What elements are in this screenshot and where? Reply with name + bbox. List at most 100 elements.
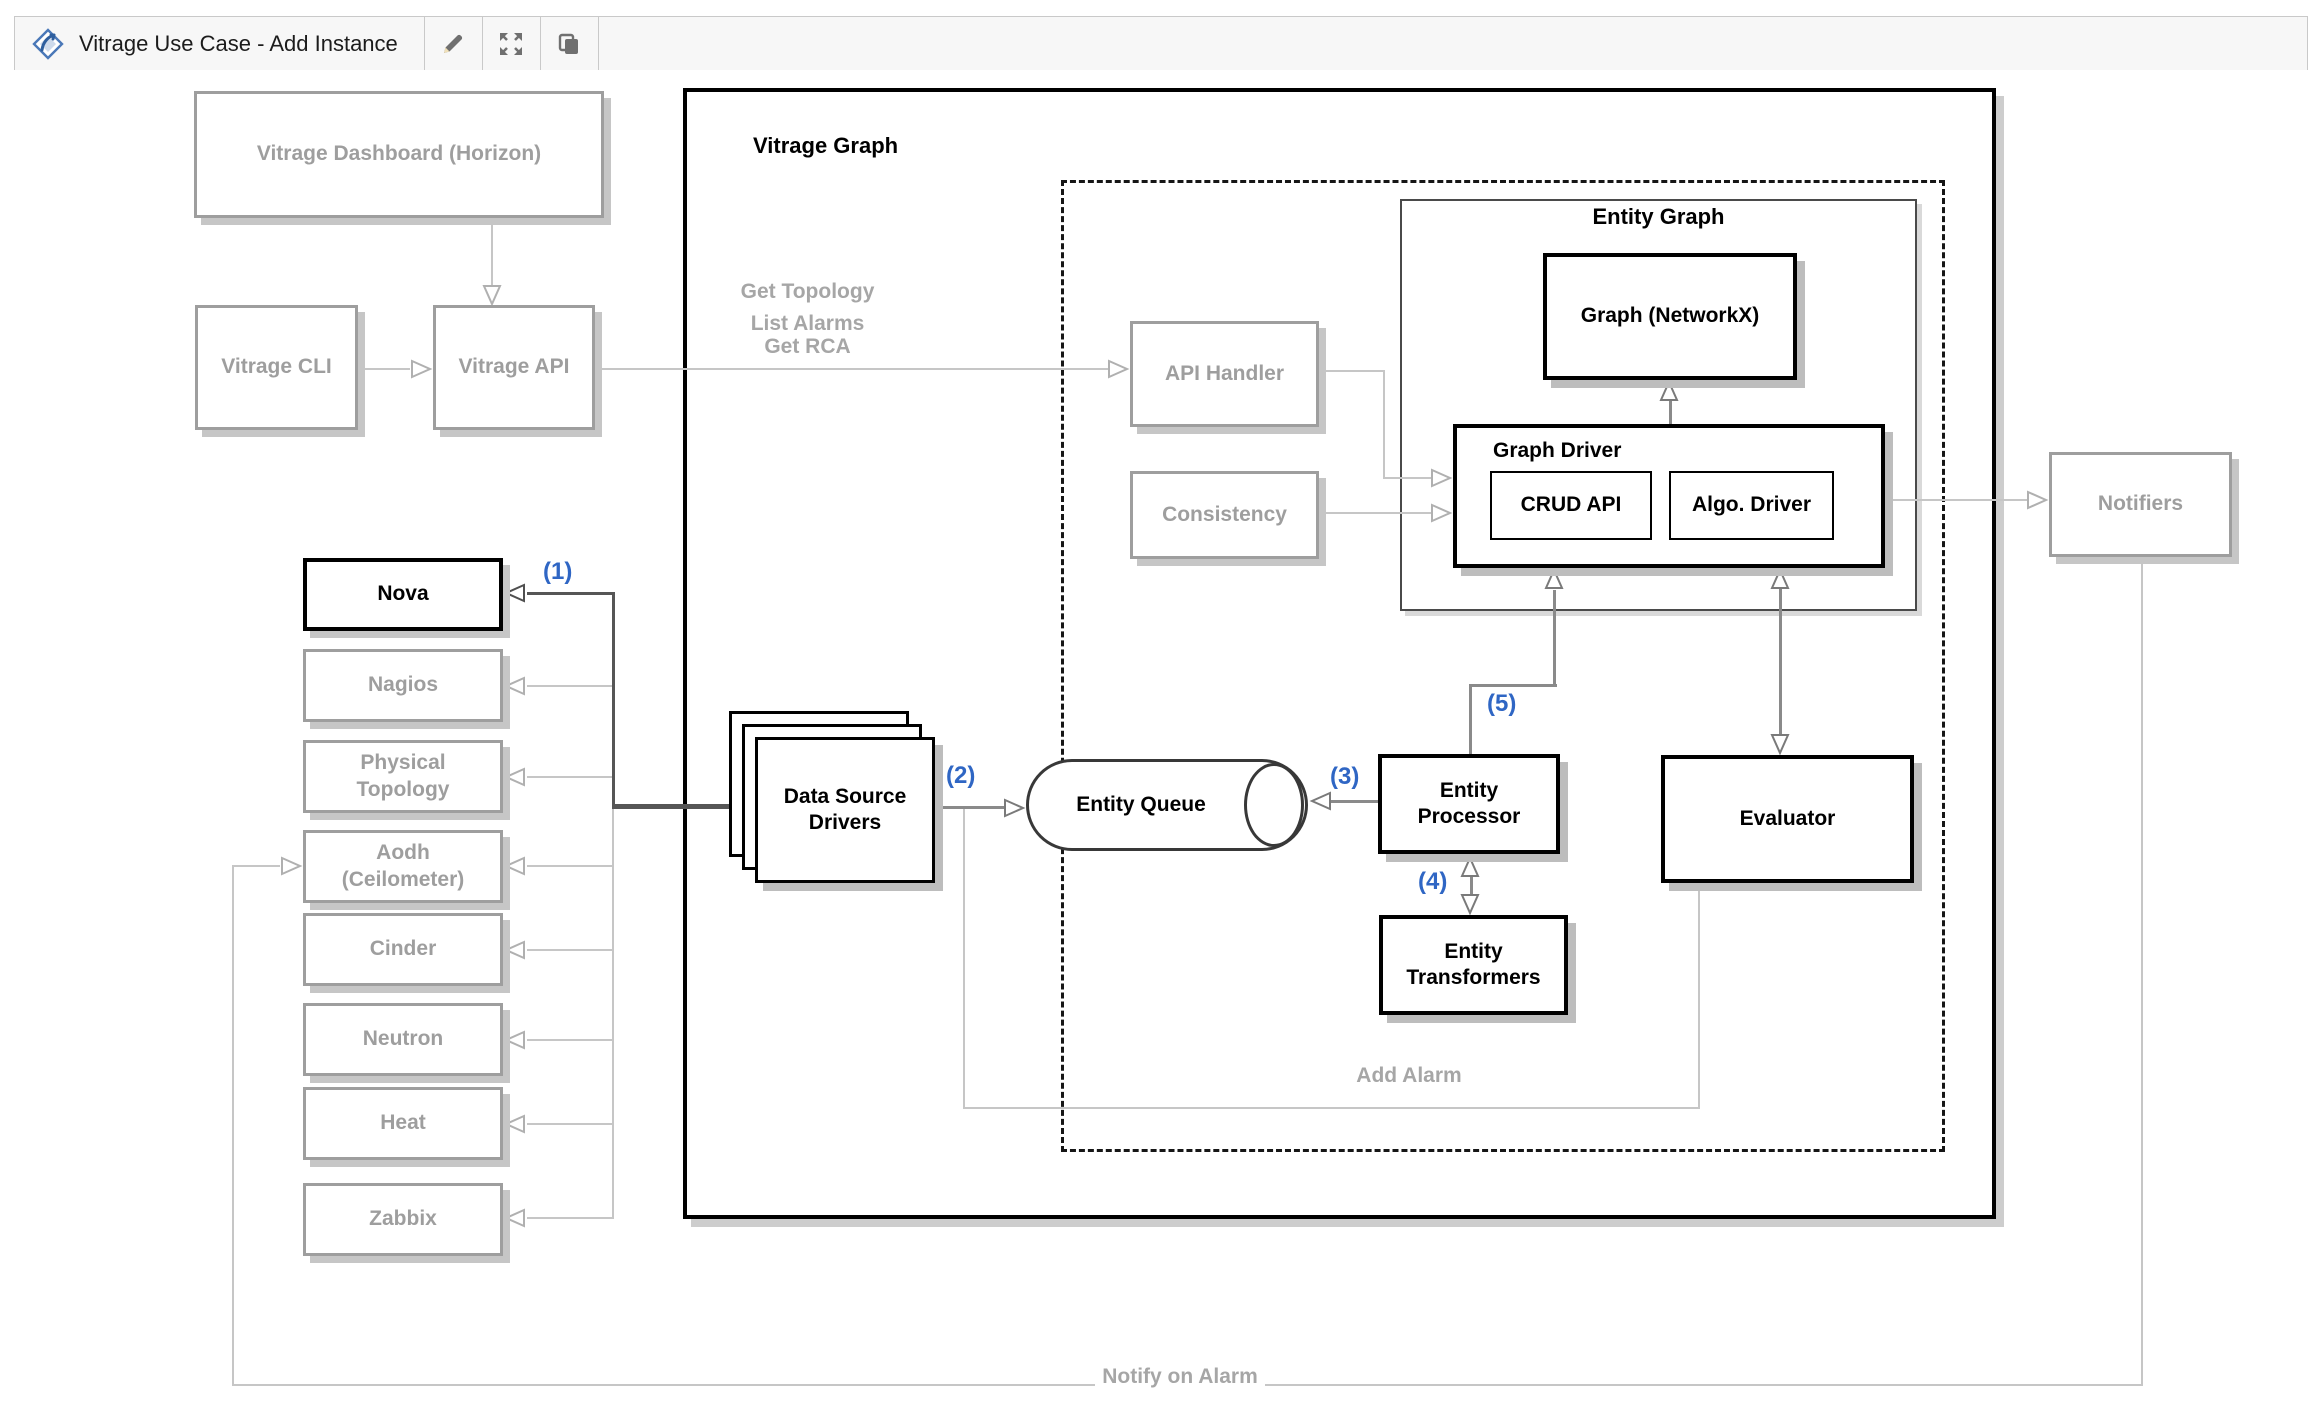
arrowhead-into-heat	[503, 1114, 525, 1134]
entity-graph-label: Entity Graph	[1592, 204, 1725, 229]
arrowhead-evaluator-into-driver	[1770, 567, 1790, 589]
arrowhead-into-zabbix	[503, 1208, 525, 1228]
notify-path-into-aodh	[232, 865, 280, 867]
box-algo-driver: Algo. Driver	[1669, 471, 1834, 540]
arrowhead-into-api	[411, 359, 433, 379]
box-evaluator: Evaluator	[1661, 755, 1914, 883]
branch-heat	[527, 1123, 613, 1125]
step-label-4: (4)	[1418, 868, 1448, 895]
arrowhead-handler-driver	[1431, 468, 1453, 488]
connector-consistency-driver	[1319, 512, 1431, 514]
step-label-2: (2)	[946, 762, 976, 789]
arrowhead-into-processor-bottom	[1460, 855, 1480, 877]
label-add-alarm: Add Alarm	[1356, 1064, 1462, 1087]
box-crud-api: CRUD API	[1490, 471, 1652, 540]
box-source-physical-topology: Physical Topology	[303, 740, 503, 813]
box-vitrage-api: Vitrage API	[433, 305, 595, 430]
arrowhead-into-neutron	[503, 1030, 525, 1050]
addalarm-path-up	[963, 808, 965, 1109]
fullscreen-button[interactable]	[483, 17, 541, 71]
arrowhead-into-transformers-top	[1460, 894, 1480, 916]
box-graph-networkx: Graph (NetworkX)	[1543, 253, 1797, 380]
step1-v	[612, 592, 615, 807]
branch-aodh	[527, 865, 613, 867]
connector-dsd-queue	[935, 806, 1005, 809]
entity-queue-cap	[1244, 763, 1304, 847]
connector-dashboard-api	[491, 218, 493, 286]
arrowhead-into-aodh-left	[281, 856, 303, 876]
connector-api-handler	[595, 368, 1108, 370]
entity-graph-frame	[1400, 199, 1917, 611]
graph-driver-label: Graph Driver	[1493, 439, 1622, 462]
step1-h	[527, 592, 613, 595]
branch-phys	[527, 776, 613, 778]
page-title: Vitrage Use Case - Add Instance	[79, 31, 398, 56]
box-vitrage-dashboard: Vitrage Dashboard (Horizon)	[194, 91, 604, 218]
step5-h	[1469, 684, 1557, 687]
box-notifiers: Notifiers	[2049, 452, 2232, 557]
title-cell: Vitrage Use Case - Add Instance	[15, 17, 425, 71]
arrowhead-into-queue-right	[1309, 791, 1331, 811]
edit-button[interactable]	[425, 17, 483, 71]
connector-handler-jog1	[1319, 370, 1385, 372]
box-source-zabbix: Zabbix	[303, 1183, 503, 1256]
arrowhead-step5-into-driver	[1544, 567, 1564, 589]
label-notify-on-alarm: Notify on Alarm	[1095, 1365, 1265, 1389]
vitrage-graph-frame	[683, 88, 1996, 1219]
box-data-source-drivers: Data Source Drivers	[755, 737, 935, 883]
driver-evaluator-line	[1779, 588, 1782, 735]
step4-line	[1470, 874, 1473, 896]
notify-path-up	[232, 866, 234, 1386]
arrowhead-into-aodh-right	[503, 856, 525, 876]
box-source-neutron: Neutron	[303, 1003, 503, 1076]
arrowhead-into-nova	[503, 583, 525, 603]
diagram-logo-icon	[32, 28, 64, 60]
label-get-rca: Get RCA	[764, 335, 851, 358]
branch-neutron	[527, 1039, 613, 1041]
box-vitrage-cli: Vitrage CLI	[195, 305, 358, 430]
box-source-aodh: Aodh (Ceilometer)	[303, 830, 503, 903]
expand-icon	[500, 33, 523, 55]
arrowhead-into-handler	[1108, 359, 1130, 379]
box-api-handler: API Handler	[1130, 321, 1319, 427]
processing-dashed-frame	[1061, 180, 1945, 1152]
arrowhead-consistency-driver	[1431, 503, 1453, 523]
box-source-cinder: Cinder	[303, 913, 503, 986]
arrowhead-into-notifiers	[2027, 490, 2049, 510]
addalarm-path-left	[964, 1107, 1700, 1109]
branch-cinder	[527, 949, 613, 951]
copy-button[interactable]	[541, 17, 599, 71]
arrowhead-into-api-top	[482, 285, 502, 307]
arrowhead-into-nagios	[503, 676, 525, 696]
arrowhead-into-queue-left	[1004, 798, 1026, 818]
arrowhead-into-phys	[503, 767, 525, 787]
arrowhead-into-cinder	[503, 940, 525, 960]
diagram-canvas: Vitrage Graph Entity Graph	[0, 70, 2308, 1413]
addalarm-path-down	[1698, 883, 1700, 1109]
connector-cli-api	[358, 368, 410, 370]
step-label-5: (5)	[1487, 690, 1517, 717]
branch-zabbix	[527, 1217, 614, 1219]
driver-networkx-line	[1669, 382, 1672, 424]
branch-nagios	[527, 685, 613, 687]
box-source-heat: Heat	[303, 1087, 503, 1160]
connector-processor-queue	[1331, 800, 1380, 803]
step1-feed	[612, 804, 757, 809]
step5-v2	[1553, 590, 1556, 686]
step-label-1: (1)	[543, 558, 573, 585]
box-source-nova: Nova	[303, 558, 503, 631]
box-consistency: Consistency	[1130, 471, 1319, 559]
label-get-topology: Get Topology	[740, 280, 875, 303]
step-label-3: (3)	[1330, 763, 1360, 790]
arrowhead-into-networkx-bottom	[1659, 379, 1679, 401]
label-list-alarms: List Alarms	[750, 312, 865, 335]
pencil-icon	[444, 34, 463, 53]
connector-handler-jog3	[1383, 477, 1431, 479]
arrowhead-into-evaluator-top	[1770, 734, 1790, 756]
copy-icon	[559, 33, 579, 54]
box-source-nagios: Nagios	[303, 649, 503, 722]
source-bus	[612, 807, 614, 1219]
box-entity-processor: Entity Processor	[1378, 754, 1560, 854]
connector-handler-jog2	[1383, 370, 1385, 478]
viewer-toolbar: Vitrage Use Case - Add Instance	[14, 16, 2308, 72]
